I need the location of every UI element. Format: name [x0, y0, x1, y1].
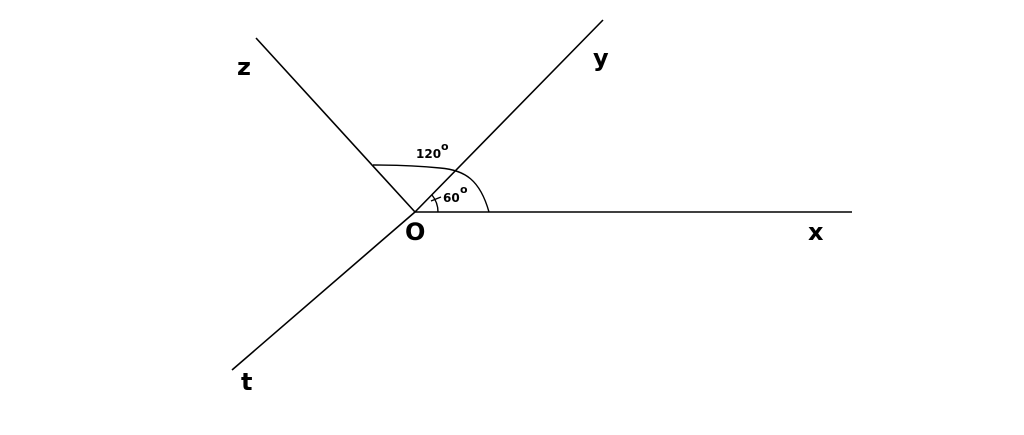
angle-label-xoz: 120	[416, 147, 441, 161]
ray-oy	[414, 19, 604, 213]
angle-label-xoy: 60	[443, 191, 460, 205]
ray-oz	[255, 37, 416, 213]
degree-mark-xoz: o	[441, 140, 449, 153]
arc-angle-xoy	[431, 194, 439, 213]
label-y: y	[593, 44, 609, 72]
label-t: t	[241, 368, 252, 396]
arc-angle-xoz	[372, 164, 490, 213]
degree-mark-xoy: o	[460, 183, 468, 196]
ray-ot	[231, 211, 416, 371]
label-z: z	[237, 53, 251, 81]
label-origin: O	[405, 218, 425, 246]
arc-tick-xoy	[430, 196, 442, 202]
label-x: x	[808, 218, 824, 246]
